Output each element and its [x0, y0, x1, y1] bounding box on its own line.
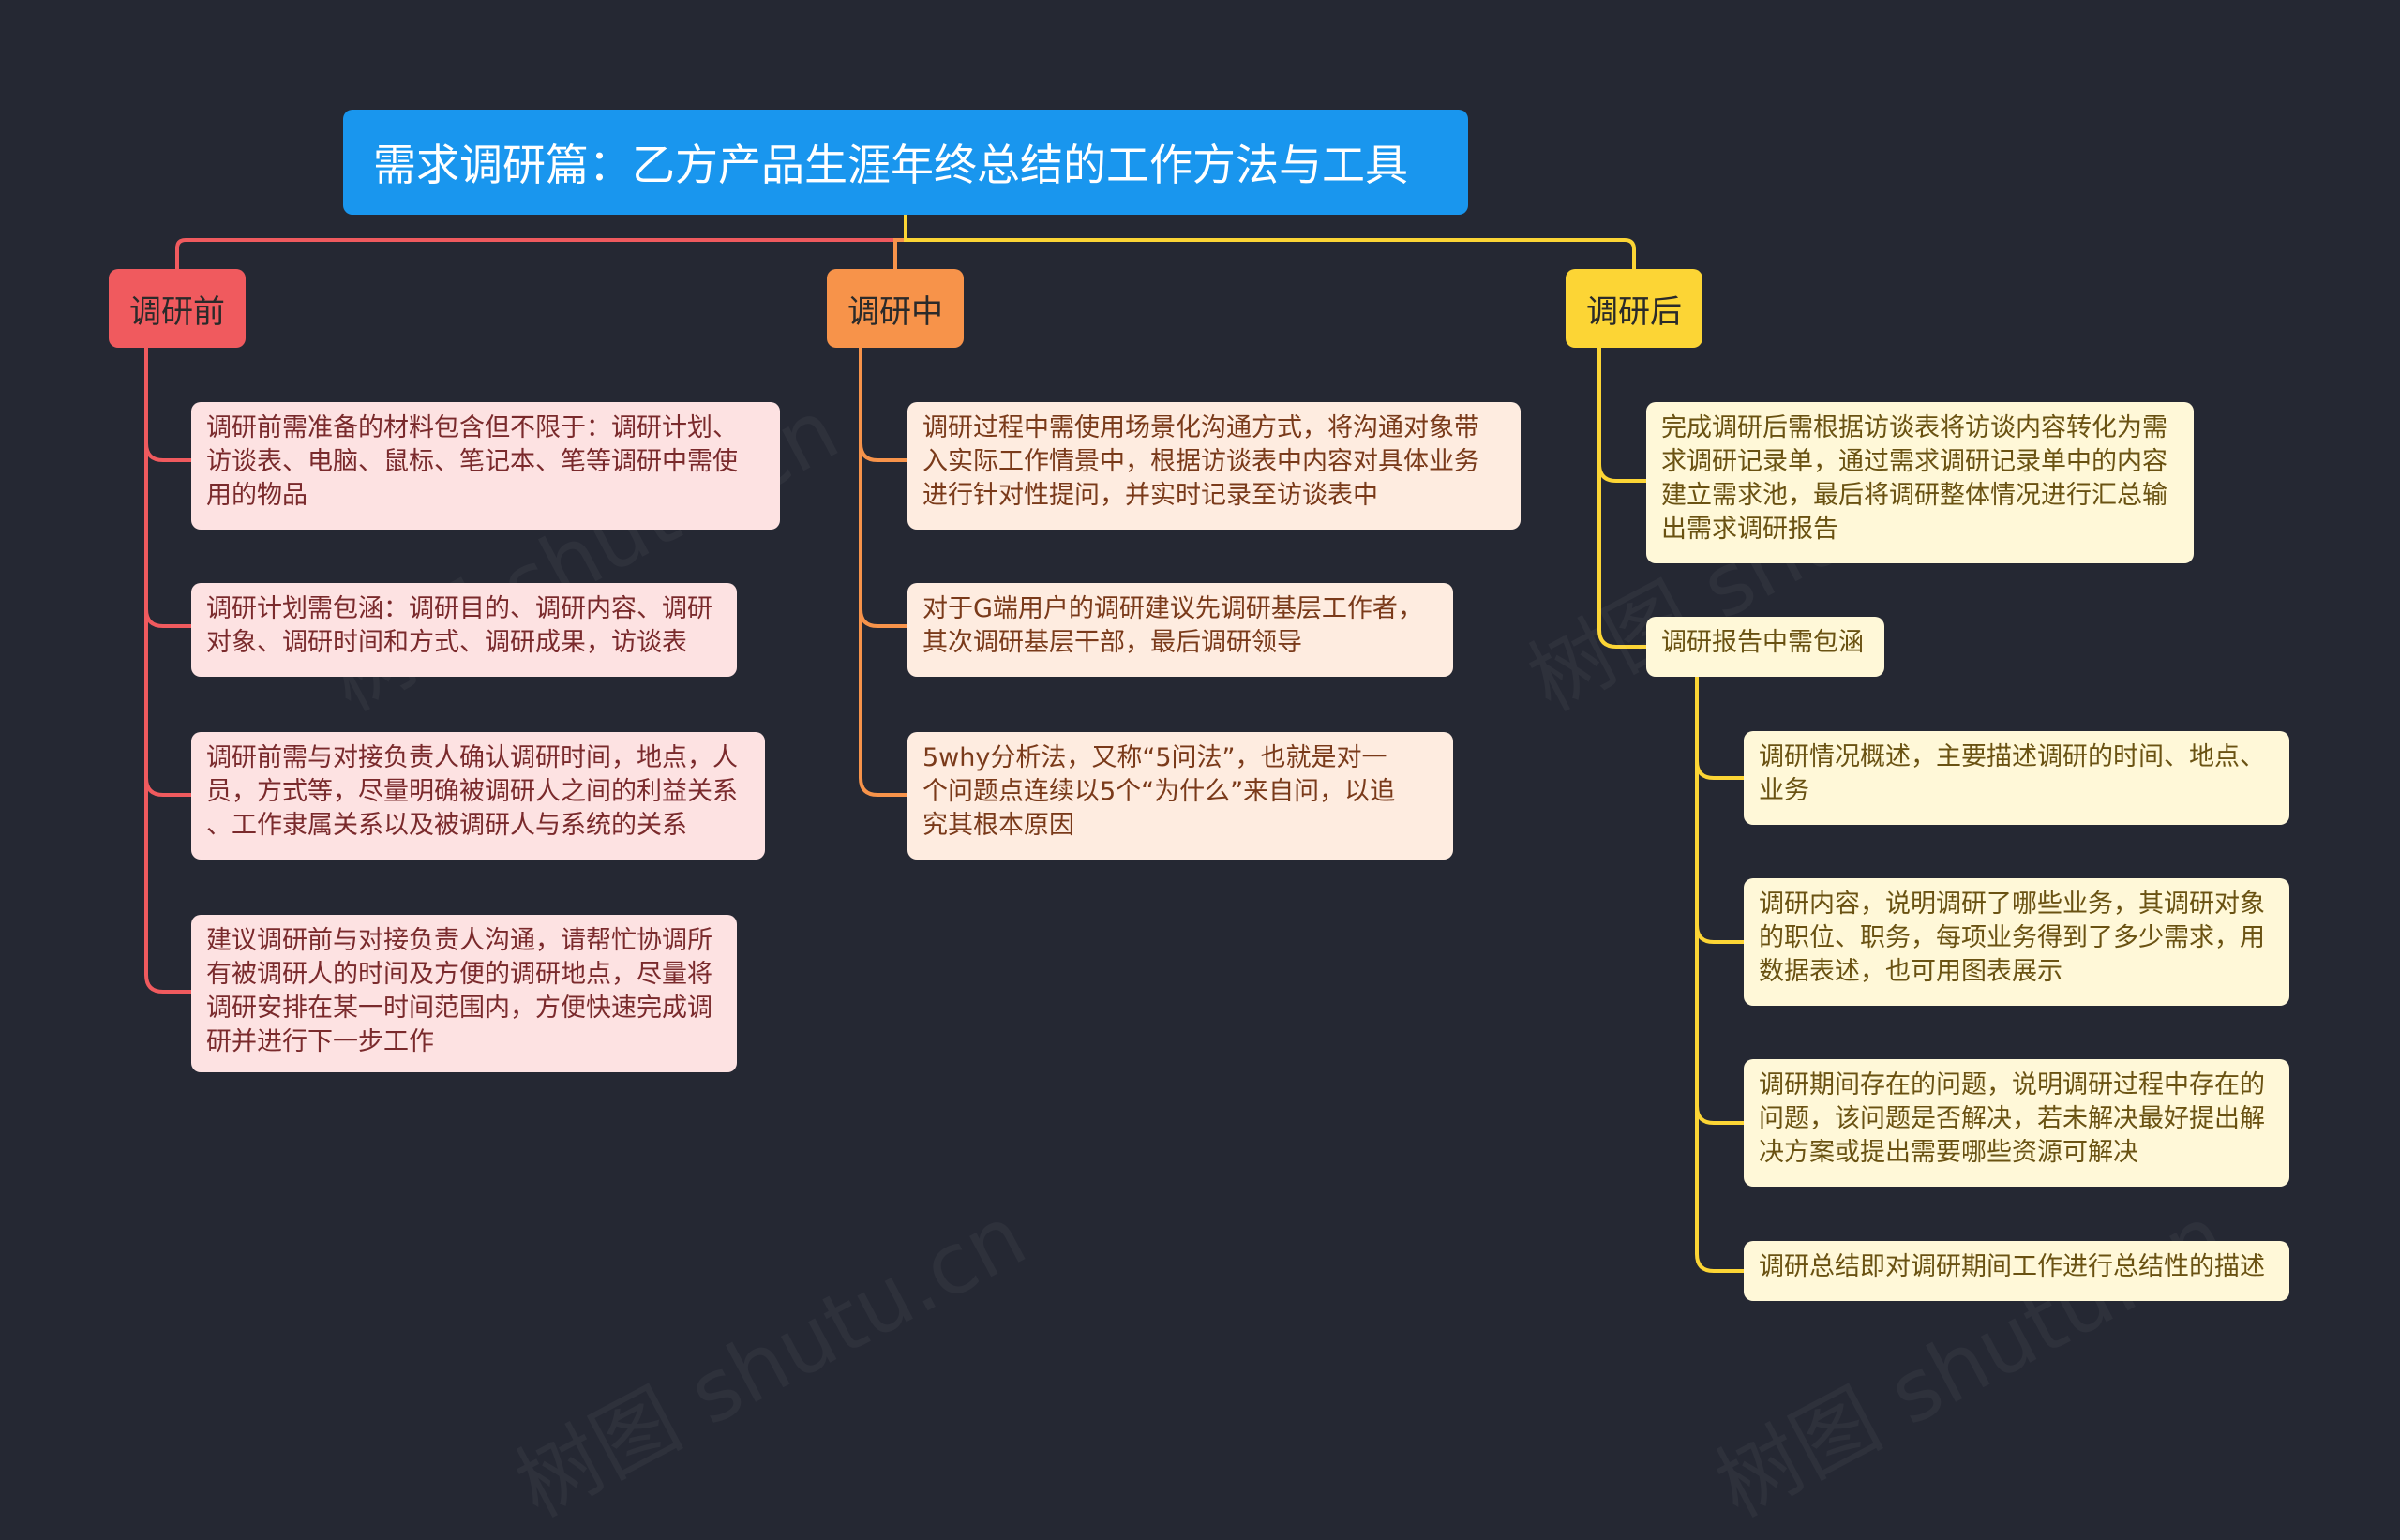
before-item-plan[interactable]: 调研计划需包涵：调研目的、调研内容、调研 对象、调研时间和方式、调研成果，访谈表	[191, 583, 737, 677]
before-item-materials[interactable]: 调研前需准备的材料包含但不限于：调研计划、 访谈表、电脑、鼠标、笔记本、笔等调研…	[191, 402, 780, 530]
after-item-report-output[interactable]: 完成调研后需根据访谈表将访谈内容转化为需 求调研记录单，通过需求调研记录单中的内…	[1646, 402, 2194, 563]
connector-lines	[144, 215, 1744, 1273]
before-item-confirm[interactable]: 调研前需与对接负责人确认调研时间，地点，人 员，方式等，尽量明确被调研人之间的利…	[191, 732, 765, 860]
during-item-5why[interactable]: 5why分析法，又称“5问法”，也就是对一 个问题点连续以5个“为什么”来自问，…	[908, 732, 1453, 860]
branch-before-research[interactable]: 调研前	[109, 269, 246, 348]
root-topic[interactable]: 需求调研篇：乙方产品生涯年终总结的工作方法与工具	[343, 110, 1468, 215]
report-item-overview[interactable]: 调研情况概述，主要描述调研的时间、地点、 业务	[1744, 731, 2289, 825]
during-item-g-users[interactable]: 对于G端用户的调研建议先调研基层工作者， 其次调研基层干部，最后调研领导	[908, 583, 1453, 677]
report-item-summary[interactable]: 调研总结即对调研期间工作进行总结性的描述	[1744, 1241, 2289, 1301]
before-item-coordinate[interactable]: 建议调研前与对接负责人沟通，请帮忙协调所 有被调研人的时间及方便的调研地点，尽量…	[191, 915, 737, 1072]
branch-after-research[interactable]: 调研后	[1566, 269, 1702, 348]
branch-during-research[interactable]: 调研中	[827, 269, 964, 348]
during-item-scenario[interactable]: 调研过程中需使用场景化沟通方式，将沟通对象带 入实际工作情景中，根据访谈表中内容…	[908, 402, 1521, 530]
after-item-report-contents[interactable]: 调研报告中需包涵	[1646, 617, 1884, 677]
report-item-content[interactable]: 调研内容，说明调研了哪些业务，其调研对象 的职位、职务，每项业务得到了多少需求，…	[1744, 878, 2289, 1006]
report-item-problems[interactable]: 调研期间存在的问题，说明调研过程中存在的 问题，该问题是否解决，若未解决最好提出…	[1744, 1059, 2289, 1187]
